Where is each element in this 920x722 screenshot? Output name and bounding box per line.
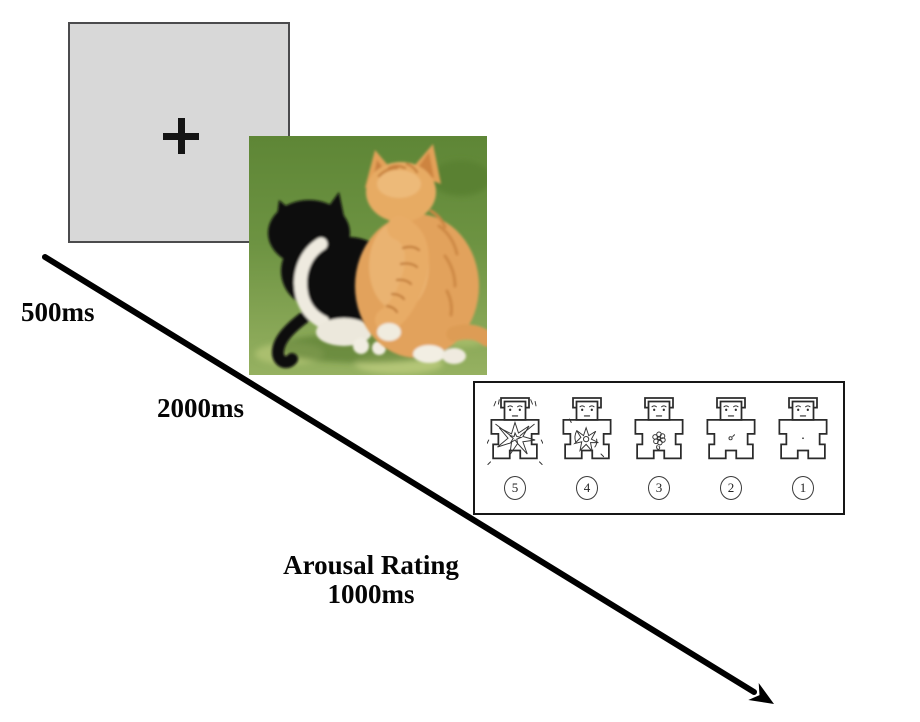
kittens-photo-icon	[249, 136, 495, 375]
cross-bar-vertical	[177, 118, 185, 154]
sam-option-4: 4	[555, 396, 619, 500]
sam-number-3: 3	[648, 476, 670, 500]
sam-manikin-2-icon	[706, 397, 756, 460]
sam-manikin-4-icon	[562, 397, 612, 460]
fixation-duration-label: 500ms	[21, 297, 95, 327]
sam-option-3: 3	[627, 396, 691, 500]
rating-duration-label: 1000ms	[327, 579, 415, 609]
sam-option-5: 5	[483, 396, 547, 500]
sam-option-2: 2	[699, 396, 763, 500]
rating-caption: Arousal Rating 1000ms	[236, 551, 506, 609]
stimulus-duration-label: 2000ms	[157, 393, 244, 423]
sam-number-1: 1	[792, 476, 814, 500]
sam-number-5: 5	[504, 476, 526, 500]
sam-option-1: 1	[771, 396, 835, 500]
stimulus-image	[249, 136, 495, 375]
sam-number-4: 4	[576, 476, 598, 500]
sam-manikin-5-icon	[487, 397, 543, 465]
fixation-cross-icon	[163, 118, 199, 154]
sam-number-2: 2	[720, 476, 742, 500]
sam-manikin-3-icon	[634, 397, 684, 460]
sam-manikin-1-icon	[778, 397, 828, 460]
rating-title: Arousal Rating	[283, 550, 459, 580]
sam-arousal-scale-panel: 5 4	[473, 381, 845, 515]
